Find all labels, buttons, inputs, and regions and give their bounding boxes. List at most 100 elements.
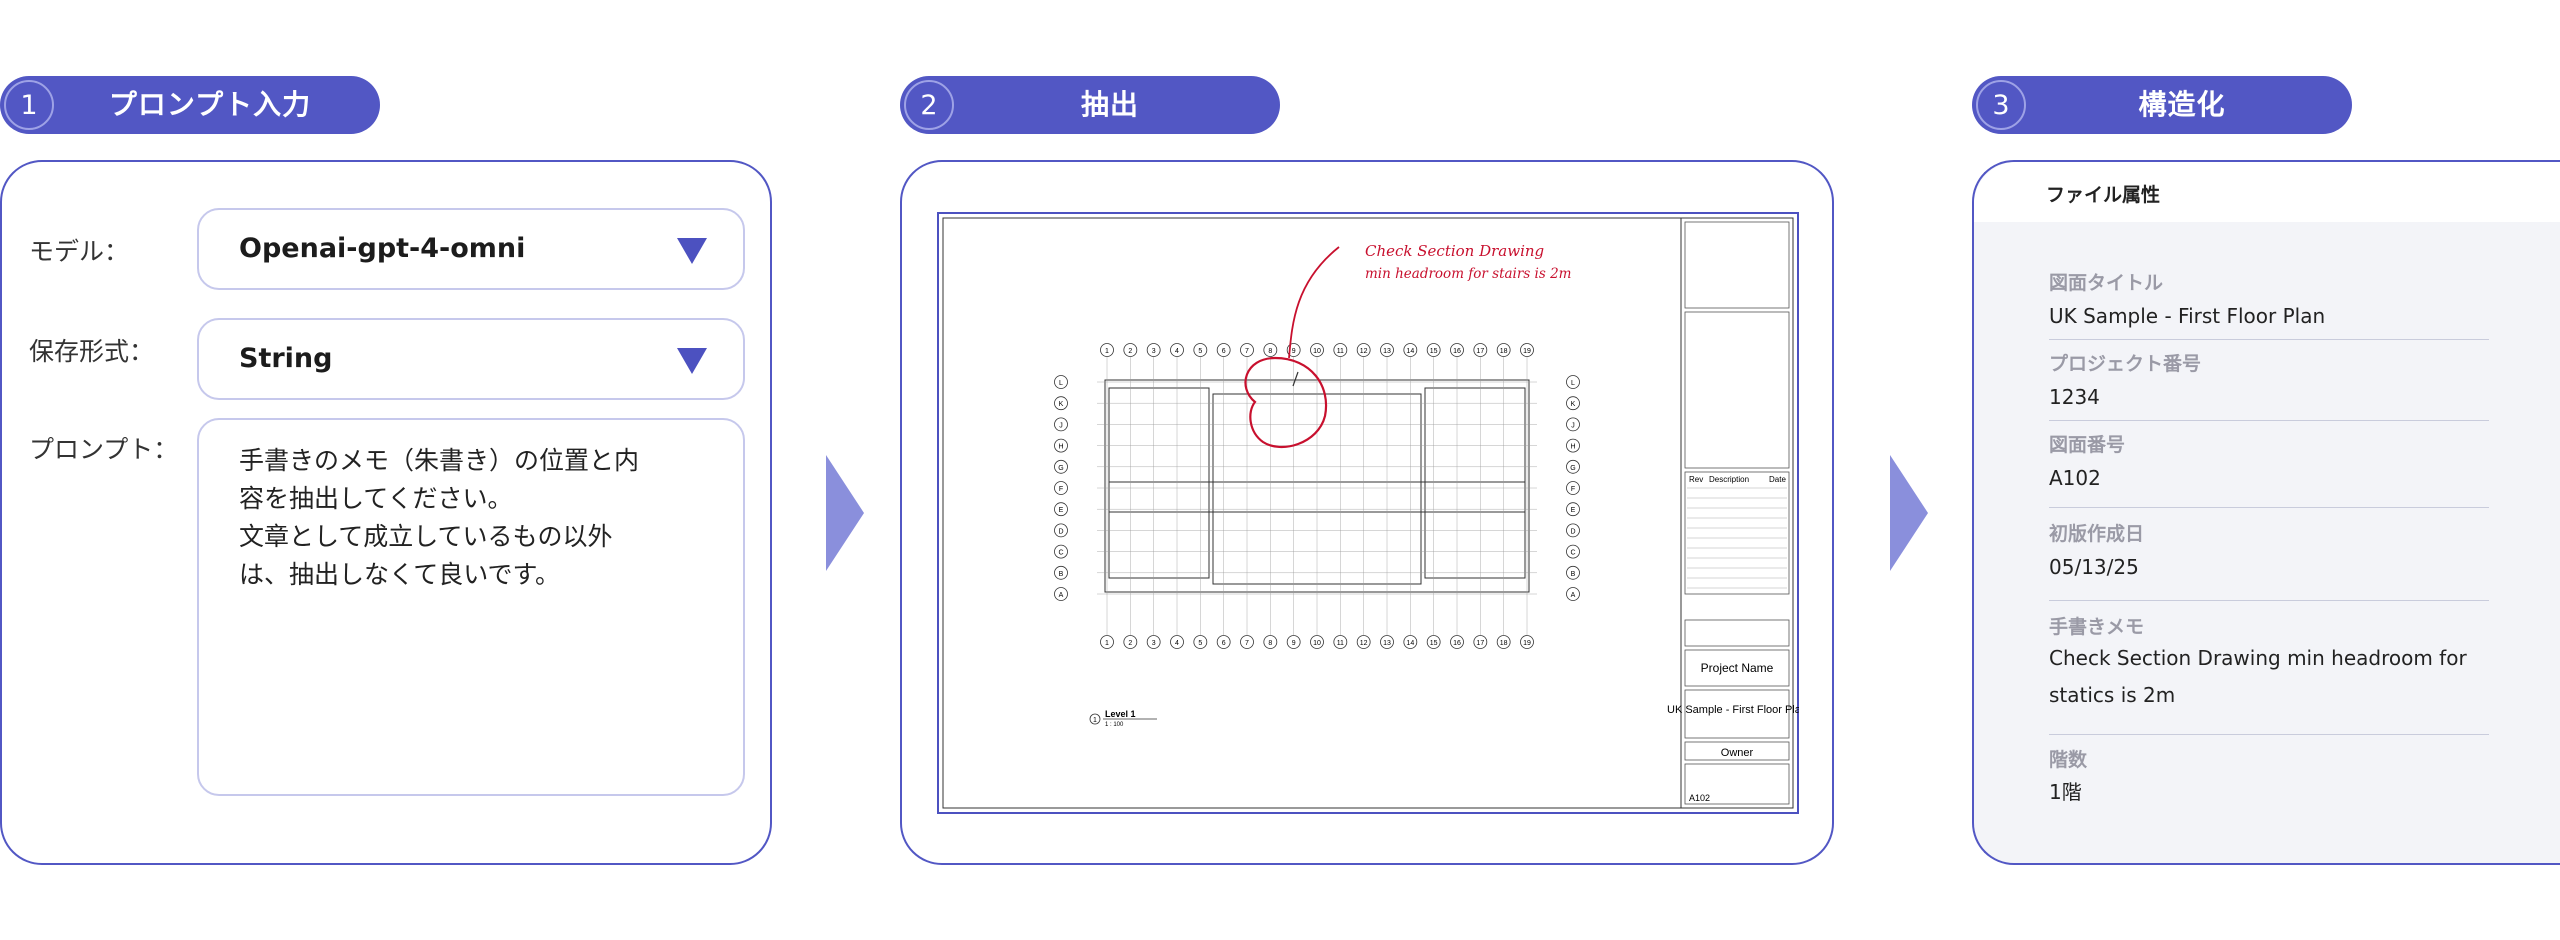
grid-top-label: 5 xyxy=(1198,348,1202,355)
grid-top-bubble xyxy=(1356,343,1371,357)
grid-bottom-label: 18 xyxy=(1500,640,1508,647)
grid-bottom-bubble xyxy=(1100,635,1114,649)
attr-divider xyxy=(2049,600,2489,601)
grid-right-label: F xyxy=(1571,486,1575,493)
grid-left-bubble xyxy=(1054,375,1068,389)
description-header: Description xyxy=(1709,475,1749,484)
grid-bottom-bubble xyxy=(1193,635,1208,649)
grid-bottom-label: 3 xyxy=(1152,640,1156,647)
sheet-title-text: UK Sample - First Floor Plan xyxy=(1667,704,1799,716)
grid-bottom-bubble xyxy=(1496,635,1511,649)
grid-left-label: E xyxy=(1059,507,1064,514)
grid-bottom-label: 8 xyxy=(1268,640,1272,647)
structured-header: ファイル属性 xyxy=(2046,184,2161,206)
grid-bottom-bubble xyxy=(1123,635,1138,649)
attr-value-drawing-title: UK Sample - First Floor Plan xyxy=(2049,304,2326,328)
grid-bottom-label: 4 xyxy=(1175,640,1179,647)
grid-right-bubble xyxy=(1566,502,1580,517)
grid-left-label: D xyxy=(1058,528,1063,535)
handwritten-annotation: Check Section Drawing min headroom for s… xyxy=(1244,242,1571,449)
grid-bottom-bubble xyxy=(1450,635,1464,649)
grid-left-label: A xyxy=(1059,592,1064,599)
extraction-panel: Rev Description Date Project Name UK Sam… xyxy=(900,160,1834,865)
step-2-pill: 2 抽出 xyxy=(900,76,1280,134)
grid-right-label: L xyxy=(1571,380,1575,387)
grid-bottom-label: 2 xyxy=(1128,640,1132,647)
step-3-number: 3 xyxy=(1976,80,2026,130)
attr-divider xyxy=(2049,339,2489,340)
grid-bottom-bubble xyxy=(1240,635,1254,649)
grid-top-bubble xyxy=(1426,343,1441,357)
grid-top-label: 16 xyxy=(1453,348,1461,355)
grid-top-bubble xyxy=(1380,343,1394,357)
grid-top-bubble xyxy=(1403,343,1418,357)
grid-top-label: 3 xyxy=(1152,348,1156,355)
grid-left-label: C xyxy=(1058,550,1063,557)
grid-right-bubble xyxy=(1566,438,1580,453)
grid-bottom-label: 14 xyxy=(1406,640,1414,647)
grid-bottom-bubble xyxy=(1286,635,1301,649)
grid-bottom-bubble xyxy=(1473,635,1488,649)
grid-top-bubble xyxy=(1100,343,1114,357)
grid-right-label: A xyxy=(1571,592,1576,599)
grid-top-bubble xyxy=(1263,343,1278,357)
grid-top-bubble xyxy=(1240,343,1254,357)
attr-label-first-edition-date: 初版作成日 xyxy=(2049,523,2145,545)
grid-top-bubble xyxy=(1333,343,1348,357)
step-2-title: 抽出 xyxy=(1080,88,1139,121)
grid-top-label: 19 xyxy=(1523,348,1531,355)
grid-right-bubble xyxy=(1566,396,1580,411)
grid-right-bubble xyxy=(1566,587,1580,601)
grid-bottom-bubble xyxy=(1146,635,1161,649)
grid-left-label: L xyxy=(1059,380,1063,387)
grid-bottom-bubble xyxy=(1333,635,1348,649)
grid-bottom-label: 11 xyxy=(1337,640,1344,647)
model-select-value: Openai-gpt-4-omni xyxy=(239,233,526,264)
attr-divider xyxy=(2049,420,2489,421)
grid-right-label: J xyxy=(1571,422,1575,429)
step-3-title: 構造化 xyxy=(2138,88,2226,121)
grid-left-bubble xyxy=(1054,396,1068,411)
grid-left-bubble xyxy=(1054,481,1068,495)
grid-bottom-label: 1 xyxy=(1105,640,1109,647)
grid-right-bubble xyxy=(1566,481,1580,495)
attr-label-drawing-number: 図面番号 xyxy=(2049,434,2126,456)
chevron-down-icon[interactable] xyxy=(677,348,707,374)
grid-right-label: K xyxy=(1571,401,1576,408)
grid-top-label: 8 xyxy=(1268,348,1272,355)
prompt-textarea[interactable]: 手書きのメモ（朱書き）の位置と内 容を抽出してください。 文章として成立している… xyxy=(197,418,745,796)
attr-value-floor-count: 1階 xyxy=(2049,780,2082,804)
attr-divider xyxy=(2049,734,2489,735)
arrow-right-icon xyxy=(1890,455,1928,571)
grid-top-label: 6 xyxy=(1222,348,1226,355)
date-header: Date xyxy=(1769,475,1786,484)
prompt-text: 手書きのメモ（朱書き）の位置と内 容を抽出してください。 文章として成立している… xyxy=(239,446,640,589)
grid-left-bubble xyxy=(1054,459,1068,474)
grid-left-bubble xyxy=(1054,438,1068,453)
grid-left-label: K xyxy=(1059,401,1064,408)
grid-top-bubble xyxy=(1216,343,1231,357)
grid-right-bubble xyxy=(1566,459,1580,474)
attr-value-first-edition-date: 05/13/25 xyxy=(2049,555,2139,579)
grid-left-label: J xyxy=(1059,422,1063,429)
grid-bottom-bubble xyxy=(1263,635,1278,649)
structured-header-bar xyxy=(1974,162,2560,222)
grid-left-bubble xyxy=(1054,587,1068,601)
grid-bottom-label: 7 xyxy=(1245,640,1249,647)
handwritten-note-line1: Check Section Drawing xyxy=(1365,242,1544,260)
grid-bottom-label: 12 xyxy=(1360,640,1368,647)
attr-label-project-number: プロジェクト番号 xyxy=(2049,353,2202,375)
format-select[interactable]: String xyxy=(197,318,745,400)
grid-top-label: 11 xyxy=(1337,348,1344,355)
step-3-pill: 3 構造化 xyxy=(1972,76,2352,134)
view-title: Level 1 xyxy=(1105,709,1136,719)
grid-bottom-bubble xyxy=(1380,635,1394,649)
model-select[interactable]: Openai-gpt-4-omni xyxy=(197,208,745,290)
arrow-right-icon xyxy=(826,455,864,571)
grid-top-label: 15 xyxy=(1430,348,1438,355)
attr-value-drawing-number: A102 xyxy=(2049,466,2101,490)
chevron-down-icon[interactable] xyxy=(677,238,707,264)
grid-left-bubble xyxy=(1054,523,1068,538)
grid-bottom-label: 15 xyxy=(1430,640,1438,647)
handwritten-note-line2: min headroom for stairs is 2m xyxy=(1365,266,1571,282)
